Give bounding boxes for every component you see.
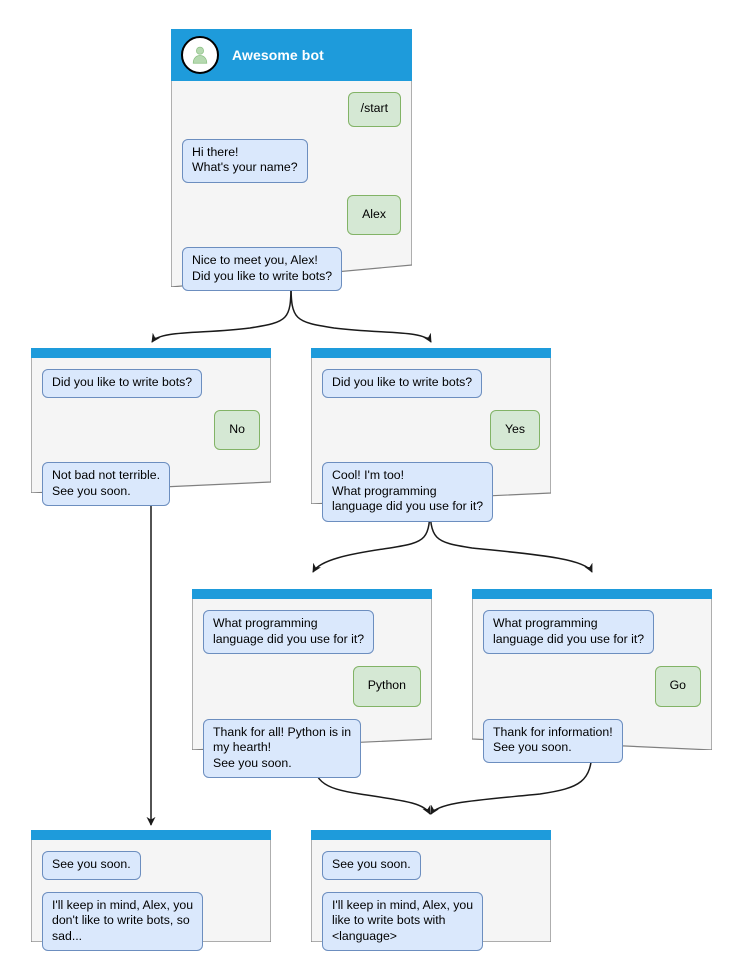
message-row: Hi there! What's your name? [182, 138, 401, 183]
person-icon [192, 46, 208, 64]
message-row: Thank for information! See you soon. [483, 718, 701, 763]
bot-message: Cool! I'm too! What programming language… [322, 462, 494, 522]
node-body: What programming language did you use fo… [472, 599, 712, 763]
bot-message: See you soon. [42, 851, 141, 880]
user-message[interactable]: Alex [347, 194, 401, 235]
node-header [31, 830, 271, 840]
bot-message: Did you like to write bots? [42, 369, 203, 398]
user-message[interactable]: Go [654, 666, 701, 707]
bot-message: What programming language did you use fo… [203, 610, 375, 654]
message-row: No [42, 409, 260, 450]
chat-node-yes-branch[interactable]: Did you like to write bots? Yes Cool! I'… [311, 348, 551, 522]
node-header [311, 830, 551, 840]
node-body: See you soon. I'll keep in mind, Alex, y… [311, 840, 551, 951]
chat-node-root[interactable]: Awesome bot /start Hi there! What's your… [171, 29, 412, 291]
bot-message: I'll keep in mind, Alex, you like to wri… [322, 891, 484, 951]
bot-message: Hi there! What's your name? [182, 138, 308, 183]
node-body: See you soon. I'll keep in mind, Alex, y… [31, 840, 271, 951]
bot-message: Nice to meet you, Alex! Did you like to … [182, 247, 343, 291]
bot-message: See you soon. [322, 851, 421, 880]
message-row: Nice to meet you, Alex! Did you like to … [182, 247, 401, 291]
node-header [192, 589, 432, 599]
bot-message: Thank for information! See you soon. [483, 718, 623, 763]
chat-node-end-yes[interactable]: See you soon. I'll keep in mind, Alex, y… [311, 830, 551, 951]
node-header [31, 348, 271, 358]
message-row: Yes [322, 409, 540, 450]
bot-name: Awesome bot [232, 47, 324, 63]
message-row: See you soon. [322, 851, 540, 880]
chat-node-end-no[interactable]: See you soon. I'll keep in mind, Alex, y… [31, 830, 271, 951]
message-row: I'll keep in mind, Alex, you don't like … [42, 891, 260, 951]
chat-node-python-branch[interactable]: What programming language did you use fo… [192, 589, 432, 778]
message-row: Not bad not terrible. See you soon. [42, 462, 260, 506]
bot-message: I'll keep in mind, Alex, you don't like … [42, 891, 204, 951]
message-row: Alex [182, 194, 401, 235]
message-row: See you soon. [42, 851, 260, 880]
message-row: Did you like to write bots? [322, 369, 540, 398]
bot-message: What programming language did you use fo… [483, 610, 655, 654]
user-message[interactable]: Python [352, 666, 421, 707]
bot-message: Did you like to write bots? [322, 369, 483, 398]
message-row: I'll keep in mind, Alex, you like to wri… [322, 891, 540, 951]
message-row: Did you like to write bots? [42, 369, 260, 398]
node-body-root: /start Hi there! What's your name? Alex … [171, 81, 412, 291]
node-body: Did you like to write bots? No Not bad n… [31, 358, 271, 506]
node-header [472, 589, 712, 599]
message-row: What programming language did you use fo… [483, 610, 701, 654]
user-message[interactable]: Yes [489, 409, 540, 450]
node-header [311, 348, 551, 358]
node-body: What programming language did you use fo… [192, 599, 432, 778]
chat-node-go-branch[interactable]: What programming language did you use fo… [472, 589, 712, 763]
node-header-root: Awesome bot [171, 29, 412, 81]
message-row: What programming language did you use fo… [203, 610, 421, 654]
message-row: Thank for all! Python is in my hearth! S… [203, 718, 421, 778]
avatar [181, 36, 219, 74]
message-row: Cool! I'm too! What programming language… [322, 462, 540, 522]
message-row: /start [182, 92, 401, 127]
message-row: Python [203, 666, 421, 707]
node-body: Did you like to write bots? Yes Cool! I'… [311, 358, 551, 522]
message-row: Go [483, 666, 701, 707]
bot-message: Not bad not terrible. See you soon. [42, 462, 171, 506]
chat-node-no-branch[interactable]: Did you like to write bots? No Not bad n… [31, 348, 271, 506]
user-message[interactable]: /start [347, 92, 401, 127]
bot-message: Thank for all! Python is in my hearth! S… [203, 718, 362, 778]
user-message[interactable]: No [214, 409, 260, 450]
